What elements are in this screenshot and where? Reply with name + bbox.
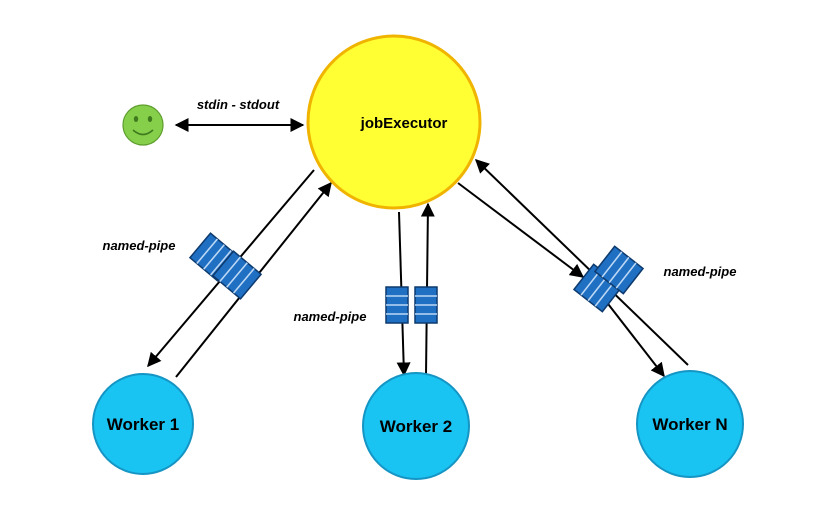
worker-2-circle [362, 372, 470, 480]
named-pipe-left [189, 232, 262, 300]
worker-n-circle [636, 370, 744, 478]
worker-1-circle [92, 373, 194, 475]
arrow-workerN-to-executor [474, 159, 689, 366]
worker-n-label: Worker N [652, 415, 727, 434]
worker-1-label: Worker 1 [107, 415, 179, 434]
named-pipe-center [385, 286, 438, 324]
worker-1-node: Worker 1 [92, 373, 194, 475]
job-executor-circle [306, 34, 482, 210]
named-pipe-label-left: named-pipe [103, 238, 176, 253]
user-node [122, 104, 164, 146]
job-executor-node: jobExecutor [306, 34, 482, 210]
arrow-executor-to-workerN [457, 182, 585, 278]
smiley-face-icon [122, 104, 164, 146]
arrow-pipe-to-workerN [604, 299, 665, 378]
worker-2-node: Worker 2 [362, 372, 470, 480]
named-pipe-label-center: named-pipe [294, 309, 367, 324]
job-executor-label: jobExecutor [360, 115, 448, 132]
stdin-stdout-label: stdin - stdout [197, 97, 280, 112]
worker-2-label: Worker 2 [380, 417, 452, 436]
worker-n-node: Worker N [636, 370, 744, 478]
named-pipe-right [573, 245, 644, 313]
named-pipe-label-right: named-pipe [664, 264, 737, 279]
